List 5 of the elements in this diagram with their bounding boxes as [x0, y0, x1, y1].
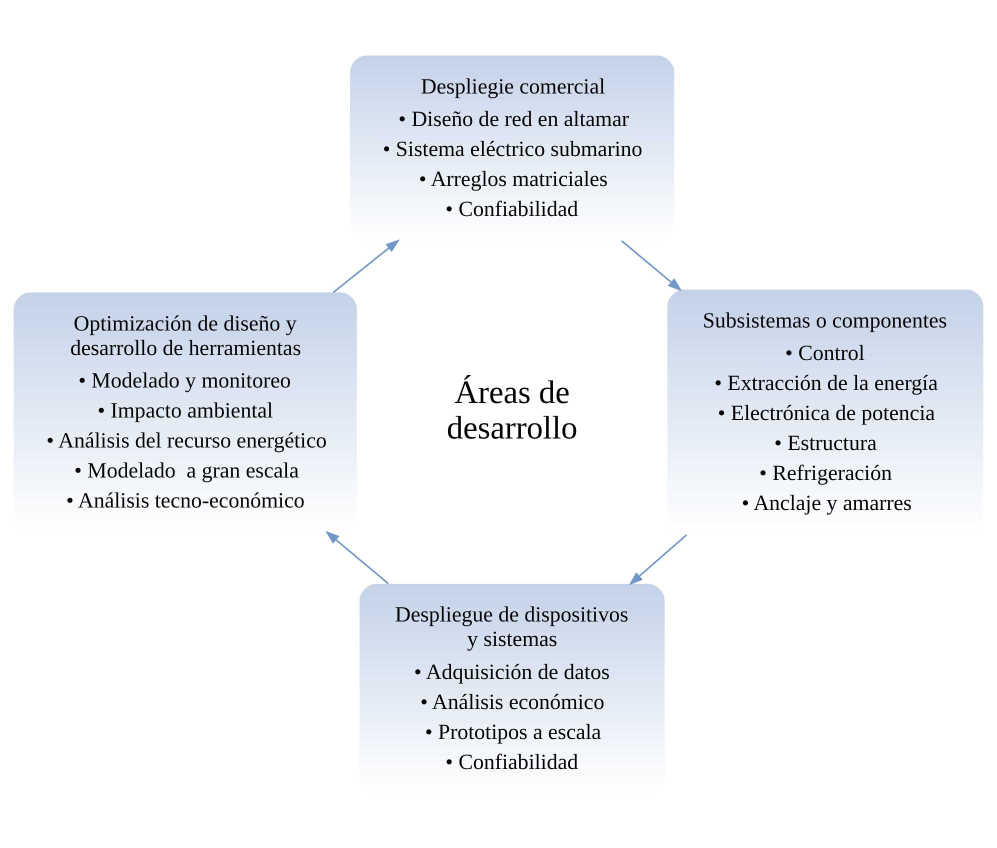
label: Áreas de desarrollo	[446, 374, 578, 446]
arrow	[621, 240, 682, 291]
arrow	[332, 238, 400, 293]
arrow	[325, 530, 389, 584]
arrow	[628, 534, 688, 585]
